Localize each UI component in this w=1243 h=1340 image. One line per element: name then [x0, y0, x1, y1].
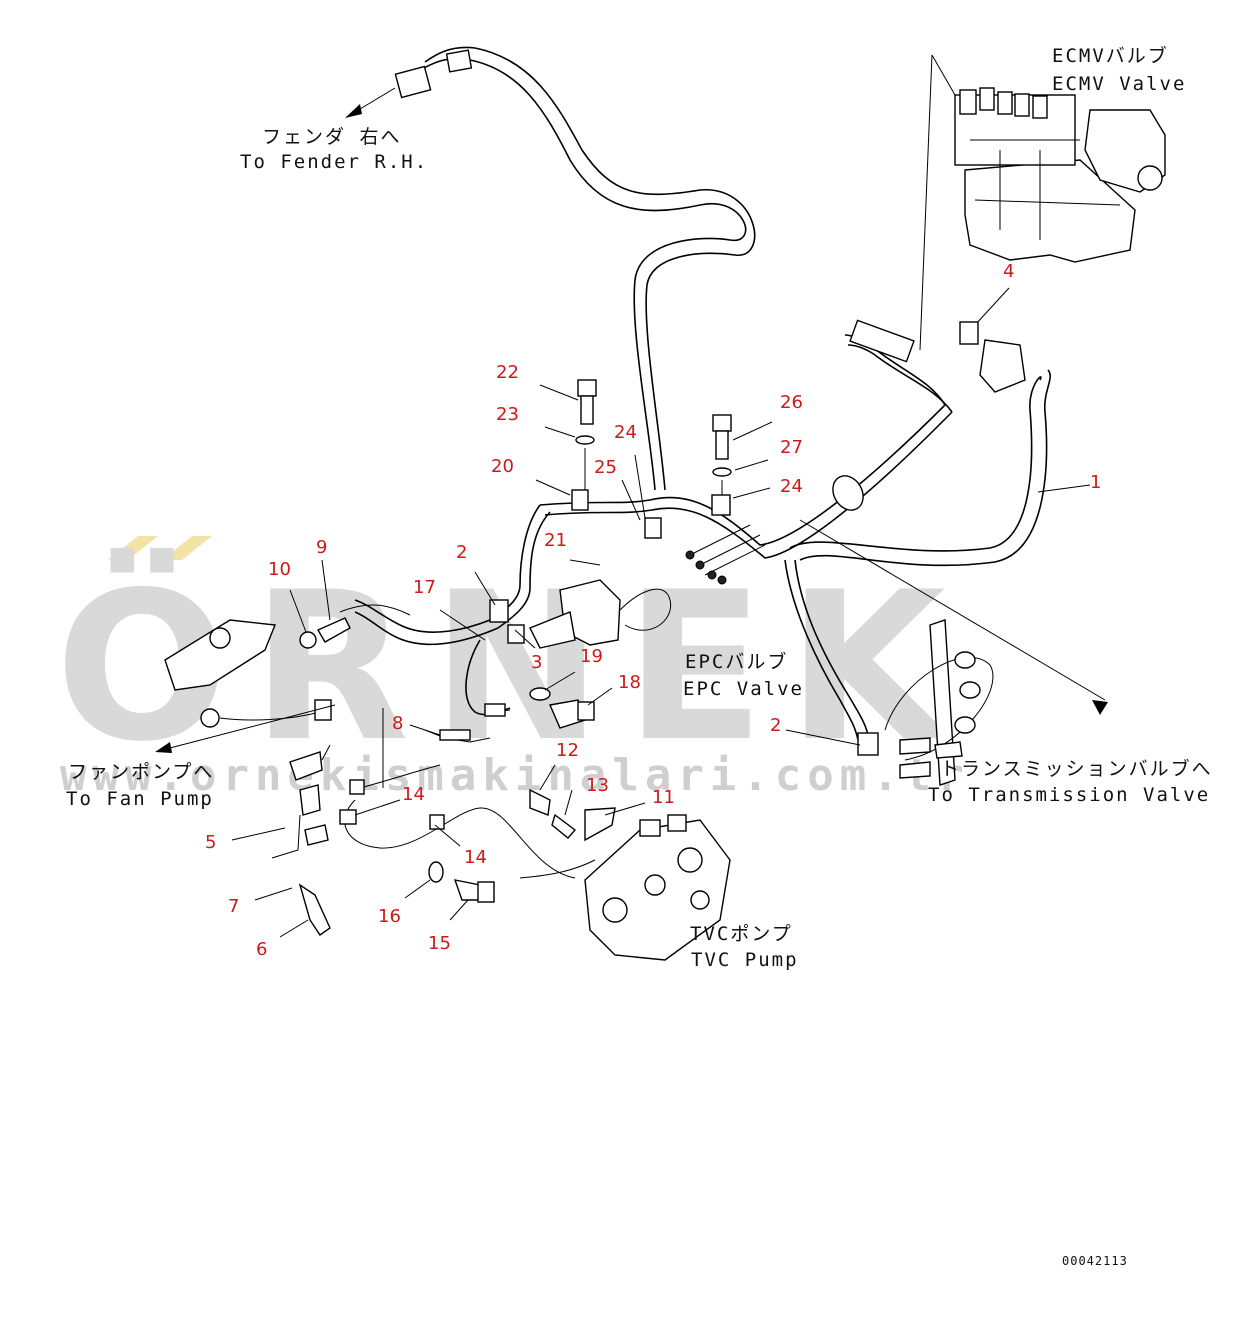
- callout-2-a: 2: [456, 542, 467, 563]
- callout-numbers: 22 23 24 25 20 26 27 24 1 4 2 21 9 10 17…: [205, 261, 1101, 960]
- callout-6: 6: [256, 939, 267, 960]
- callout-18: 18: [618, 672, 641, 693]
- leader-lines: [155, 87, 1108, 938]
- label-fender-en: To Fender R.H.: [240, 151, 428, 173]
- callout-21: 21: [544, 530, 567, 551]
- label-tvc-jp: TVCポンプ: [690, 923, 793, 945]
- clamps: [489, 489, 879, 756]
- callout-14-b: 14: [464, 847, 487, 868]
- leader-ecmv: [919, 54, 933, 351]
- callout-19: 19: [580, 646, 603, 667]
- ecmv-valve-illustration: [954, 87, 1166, 263]
- callout-26: 26: [780, 392, 803, 413]
- callout-3: 3: [531, 652, 542, 673]
- label-fan-en: To Fan Pump: [66, 788, 214, 810]
- callout-17: 17: [413, 577, 436, 598]
- label-trans-en: To Transmission Valve: [928, 784, 1210, 806]
- callout-14-a: 14: [402, 784, 425, 805]
- transmission-valve-illustration: [884, 619, 994, 786]
- callout-11: 11: [652, 787, 675, 808]
- callout-12: 12: [556, 740, 579, 761]
- label-fan-jp: ファンポンプへ: [68, 761, 214, 783]
- callout-15: 15: [428, 933, 451, 954]
- callout-22: 22: [496, 362, 519, 383]
- callout-23: 23: [496, 404, 519, 425]
- callout-20: 20: [491, 456, 514, 477]
- label-tvc-en: TVC Pump: [691, 949, 799, 971]
- main-harness: [354, 46, 1051, 741]
- callout-27: 27: [780, 437, 803, 458]
- fasteners: [298, 379, 732, 936]
- leader-ecmv-2: [931, 54, 956, 96]
- callout-25: 25: [594, 457, 617, 478]
- callout-16: 16: [378, 906, 401, 927]
- watermark-url: www.ornekismakinalari.com.tr: [60, 750, 970, 801]
- drawing-number: 00042113: [1062, 1254, 1128, 1268]
- label-trans-jp: トランスミッションバルブへ: [940, 757, 1213, 780]
- callout-10: 10: [268, 559, 291, 580]
- callout-4: 4: [1003, 261, 1014, 282]
- epc-valve-illustration: [529, 579, 672, 649]
- text-labels: フェンダ 右へ To Fender R.H. ECMVバルブ ECMV Valv…: [66, 44, 1213, 1268]
- label-epc-en: EPC Valve: [683, 678, 804, 700]
- callout-9: 9: [316, 537, 327, 558]
- label-epc-jp: EPCバルブ: [685, 650, 788, 673]
- tvc-pump-illustration: [519, 814, 731, 961]
- label-fender-jp: フェンダ 右へ: [262, 126, 401, 148]
- callout-2-b: 2: [770, 715, 781, 736]
- label-ecmv-en: ECMV Valve: [1052, 73, 1186, 95]
- label-ecmv-jp: ECMVバルブ: [1052, 44, 1169, 67]
- callout-1: 1: [1090, 472, 1101, 493]
- callout-7: 7: [228, 896, 239, 917]
- fan-pump-illustration: [164, 604, 411, 859]
- callout-8: 8: [392, 713, 403, 734]
- callout-13: 13: [586, 775, 609, 796]
- callout-24-a: 24: [614, 422, 637, 443]
- callout-5: 5: [205, 832, 216, 853]
- callout-24-b: 24: [780, 476, 803, 497]
